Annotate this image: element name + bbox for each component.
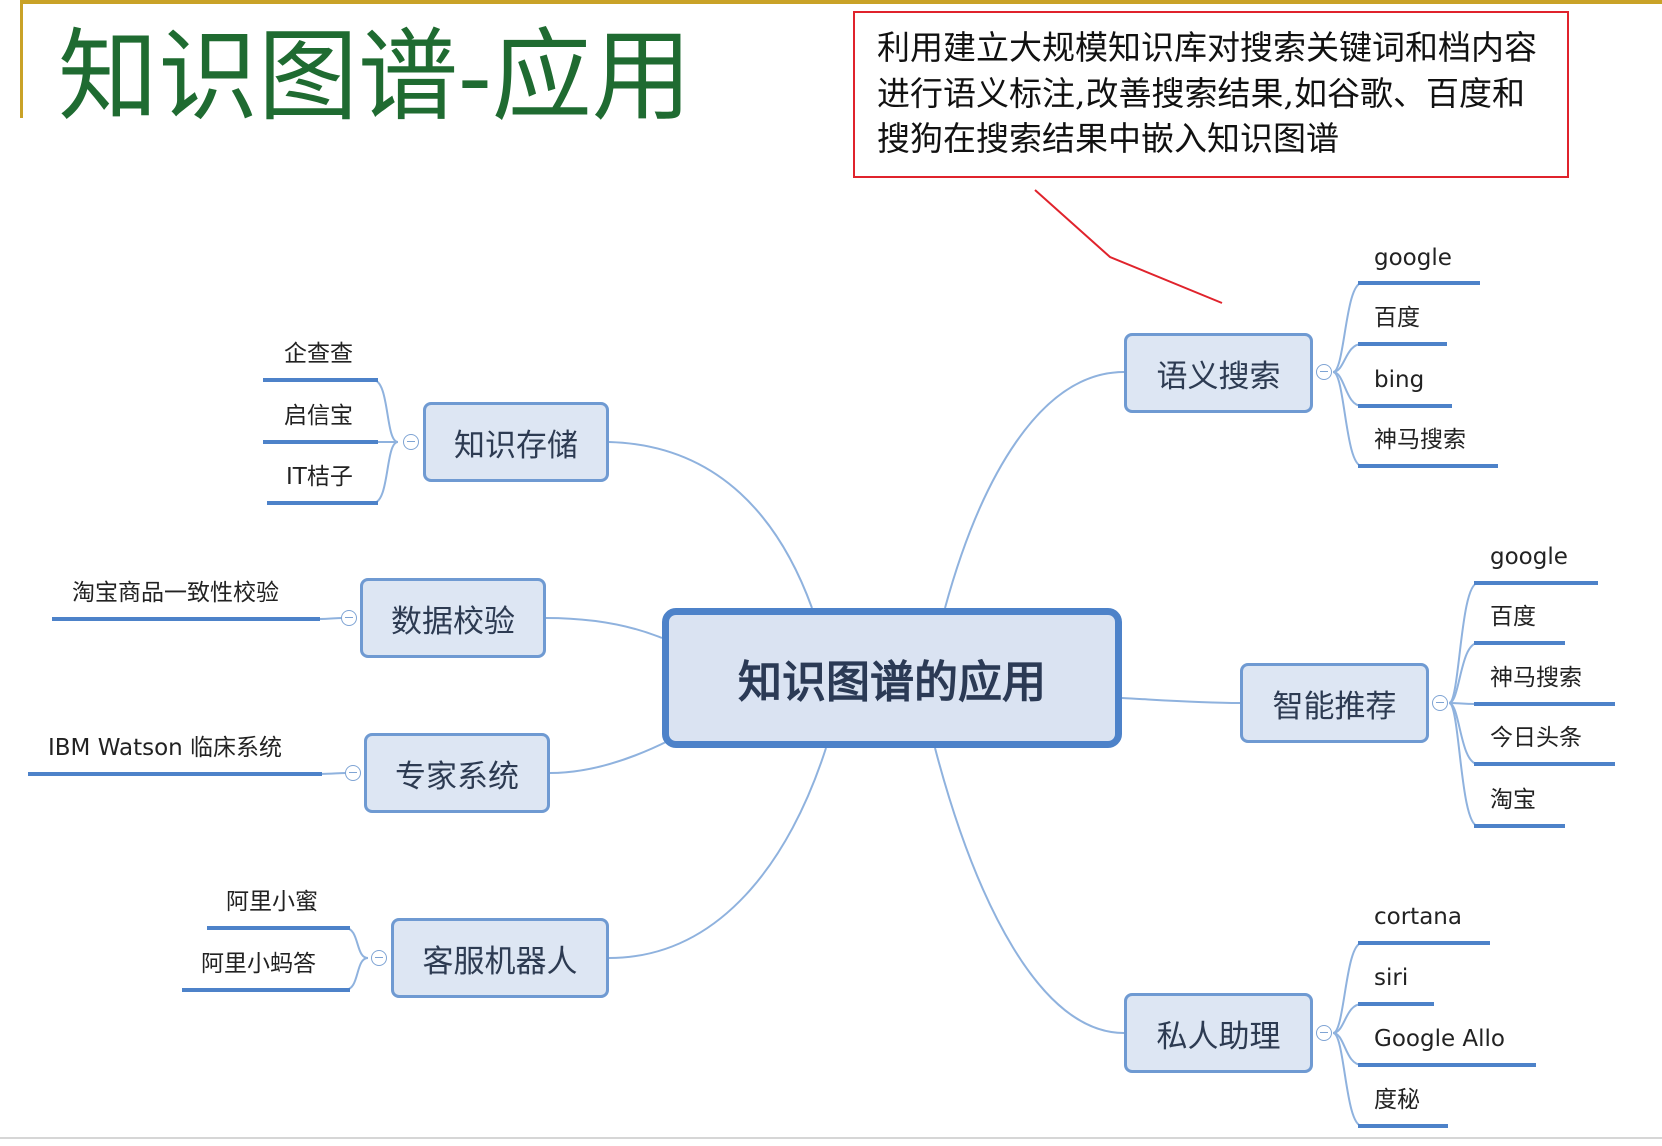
- connector-center-expert: [549, 739, 671, 774]
- leaf-label[interactable]: 企查查: [284, 341, 353, 367]
- leaf-label[interactable]: bing: [1374, 367, 1425, 393]
- center-node[interactable]: 知识图谱的应用: [662, 608, 1122, 748]
- leaf-label[interactable]: 今日头条: [1490, 725, 1582, 751]
- leaf-label[interactable]: 百度: [1490, 604, 1536, 630]
- slide-left-rule: [20, 0, 23, 118]
- connector-center-assistant: [934, 747, 1125, 1034]
- connector-center-storage: [608, 441, 813, 609]
- leaf-label[interactable]: google: [1374, 245, 1452, 271]
- collapse-toggle-icon[interactable]: [371, 950, 387, 966]
- collapse-toggle-icon[interactable]: [341, 610, 357, 626]
- slide-bottom-rule: [0, 1137, 1662, 1139]
- callout-note: 利用建立大规模知识库对搜索关键词和档内容进行语义标注,改善搜索结果,如谷歌、百度…: [853, 11, 1569, 178]
- leaf-label[interactable]: IBM Watson 临床系统: [48, 735, 283, 761]
- node-customer-service-bot[interactable]: 客服机器人: [391, 918, 609, 998]
- leaf-label[interactable]: 淘宝商品一致性校验: [72, 580, 279, 606]
- leaf-label[interactable]: 神马搜索: [1490, 665, 1582, 691]
- leaf-label[interactable]: 阿里小蚂答: [201, 951, 316, 977]
- leaf-label[interactable]: 启信宝: [284, 403, 353, 429]
- collapse-toggle-icon[interactable]: [345, 765, 361, 781]
- node-expert-system[interactable]: 专家系统: [364, 733, 550, 813]
- connector-center-semantic-search: [944, 371, 1125, 609]
- leaf-label[interactable]: cortana: [1374, 904, 1462, 930]
- collapse-toggle-icon[interactable]: [1316, 1025, 1332, 1041]
- node-semantic-search[interactable]: 语义搜索: [1124, 333, 1313, 413]
- callout-pointer: [1034, 189, 1223, 304]
- leaf-label[interactable]: 淘宝: [1490, 787, 1536, 813]
- slide-title: 知识图谱-应用: [58, 18, 692, 135]
- leaf-label[interactable]: 神马搜索: [1374, 427, 1466, 453]
- leaf-label[interactable]: IT桔子: [286, 464, 353, 490]
- leaf-label[interactable]: 度秘: [1374, 1087, 1420, 1113]
- node-knowledge-storage[interactable]: 知识存储: [423, 402, 609, 482]
- connector-center-bot: [608, 747, 827, 959]
- leaf-label[interactable]: 百度: [1374, 305, 1420, 331]
- collapse-toggle-icon[interactable]: [1432, 695, 1448, 711]
- collapse-toggle-icon[interactable]: [1316, 364, 1332, 380]
- slide-top-rule: [20, 0, 1662, 4]
- connector-center-validation: [545, 617, 663, 639]
- node-data-validation[interactable]: 数据校验: [360, 578, 546, 658]
- leaf-label[interactable]: google: [1490, 544, 1568, 570]
- node-smart-recommend[interactable]: 智能推荐: [1240, 663, 1429, 743]
- leaf-label[interactable]: 阿里小蜜: [226, 889, 318, 915]
- connector-center-recommend: [1121, 697, 1241, 704]
- collapse-toggle-icon[interactable]: [403, 434, 419, 450]
- leaf-label[interactable]: siri: [1374, 965, 1409, 991]
- leaf-label[interactable]: Google Allo: [1374, 1026, 1506, 1052]
- node-personal-assistant[interactable]: 私人助理: [1124, 993, 1313, 1073]
